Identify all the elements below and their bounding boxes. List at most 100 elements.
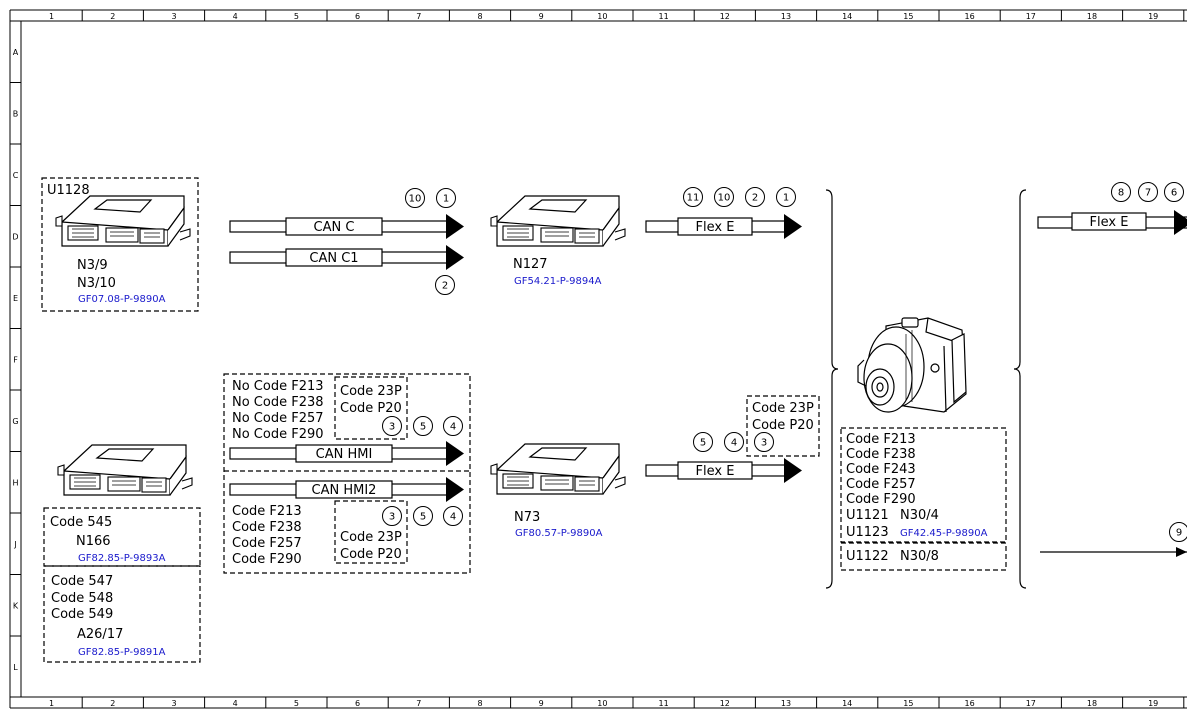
bus-label-box	[295, 480, 393, 499]
ruler-column-label: 6	[355, 12, 360, 21]
inner-condition-box	[334, 376, 408, 440]
bus-label-box	[1071, 212, 1147, 231]
note-number: 4	[450, 422, 456, 433]
note-circle	[724, 432, 744, 452]
ruler-column-label: 11	[659, 12, 669, 21]
ruler-column-label: 17	[1026, 699, 1036, 708]
bus-label-flex-e: Flex E	[1090, 215, 1129, 230]
condition-text: Code 23P	[340, 530, 402, 545]
note-circle	[683, 187, 703, 207]
ruler-column-label: 8	[477, 699, 482, 708]
note-number: 3	[761, 438, 767, 449]
module-n166-code: Code 545	[50, 515, 112, 530]
condition-text: No Code F238	[232, 395, 324, 410]
doc-ref-link[interactable]: GF54.21-P-9894A	[514, 276, 602, 287]
note-circle	[1169, 522, 1187, 542]
note-number: 5	[700, 438, 706, 449]
inner-condition-box	[334, 500, 408, 564]
ruler-row-label: H	[12, 478, 18, 487]
bus-label-can-hmi2: CAN HMI2	[312, 483, 377, 498]
control-unit-icon	[490, 195, 626, 247]
note-number: 3	[389, 512, 395, 523]
condition-text: Code F213	[232, 504, 302, 519]
module-a26-17-box	[43, 565, 201, 663]
ruler-row-label: G	[12, 417, 18, 426]
ruler-frame	[9, 9, 1187, 709]
ruler-row-label: A	[13, 48, 19, 57]
condition-text: Code 548	[51, 591, 113, 606]
doc-ref-link[interactable]: GF07.08-P-9890A	[78, 294, 166, 305]
note-number: 11	[687, 193, 700, 204]
bus-label-box	[677, 217, 753, 236]
condition-text: Code F243	[846, 462, 916, 477]
module-n30-8-label: N30/8	[900, 549, 939, 564]
control-unit-icon	[55, 195, 191, 247]
ruler-column-label: 3	[171, 12, 176, 21]
condition-text: Code F238	[846, 447, 916, 462]
doc-ref-link[interactable]: GF80.57-P-9890A	[515, 528, 603, 539]
ruler-row-label: D	[12, 232, 18, 241]
ruler-column-label: 4	[233, 699, 238, 708]
note-circle	[413, 416, 433, 436]
note-circle	[1138, 182, 1158, 202]
note-number: 1	[783, 193, 789, 204]
ruler-row-label: B	[13, 109, 19, 118]
ruler-column-label: 6	[355, 699, 360, 708]
ruler-column-label: 8	[477, 12, 482, 21]
ruler-column-label: 10	[597, 12, 607, 21]
ruler-column-label: 17	[1026, 12, 1036, 21]
hydraulic-unit-icon	[857, 317, 967, 413]
ruler-row-label: J	[13, 540, 16, 549]
module-n166-box	[43, 507, 201, 567]
note-number: 2	[752, 193, 758, 204]
module-n127: N127 GF54.21-P-9894A	[490, 195, 626, 287]
note-circle	[1111, 182, 1131, 202]
module-u1122-box	[840, 542, 1007, 571]
condition-text: Code 549	[51, 607, 113, 622]
note-circle	[1164, 182, 1184, 202]
bus-right-bottom: 9	[1040, 522, 1187, 557]
note-circle	[413, 506, 433, 526]
note-number: 9	[1176, 528, 1182, 539]
note-circle	[745, 187, 765, 207]
module-u1121-code: U1121	[846, 508, 889, 523]
condition-text: Code P20	[340, 547, 402, 562]
note-circle	[693, 432, 713, 452]
note-number: 3	[389, 422, 395, 433]
bus-label-flex-e: Flex E	[696, 464, 735, 479]
ruler-column-label: 16	[965, 12, 975, 21]
note-circle	[754, 432, 774, 452]
doc-ref-link[interactable]: GF82.85-P-9891A	[78, 647, 166, 658]
note-number: 10	[718, 193, 731, 204]
ruler-row-label: F	[13, 355, 18, 364]
bus-label-box	[285, 248, 383, 267]
note-circle	[382, 416, 402, 436]
module-n3-10-label: N3/10	[77, 276, 116, 291]
control-unit-icon	[57, 444, 193, 496]
ruler-column-label: 3	[171, 699, 176, 708]
condition-text: Code P20	[752, 418, 814, 433]
bus-label-can-hmi: CAN HMI	[316, 447, 373, 462]
condition-text: Code 23P	[752, 401, 814, 416]
module-u1128-code: U1128	[47, 183, 90, 198]
condition-text: No Code F213	[232, 379, 324, 394]
bus-label-box	[295, 444, 393, 463]
doc-ref-link[interactable]: GF42.45-P-9890A	[900, 528, 988, 539]
module-n166: Code 545 N166 GF82.85-P-9893A	[43, 507, 201, 567]
ruler-column-label: 14	[842, 699, 852, 708]
condition-text: Code F290	[232, 552, 302, 567]
condition-text: Code 547	[51, 574, 113, 589]
ruler-row-label: L	[13, 663, 18, 672]
module-n166-label: N166	[76, 534, 111, 549]
ruler-column-label: 2	[110, 699, 115, 708]
ruler-column-label: 12	[720, 12, 730, 21]
doc-ref-link[interactable]: GF82.85-P-9893A	[78, 553, 166, 564]
condition-text: Code F213	[846, 432, 916, 447]
hmi-condition-box	[223, 373, 471, 574]
note-number: 6	[1171, 188, 1177, 199]
